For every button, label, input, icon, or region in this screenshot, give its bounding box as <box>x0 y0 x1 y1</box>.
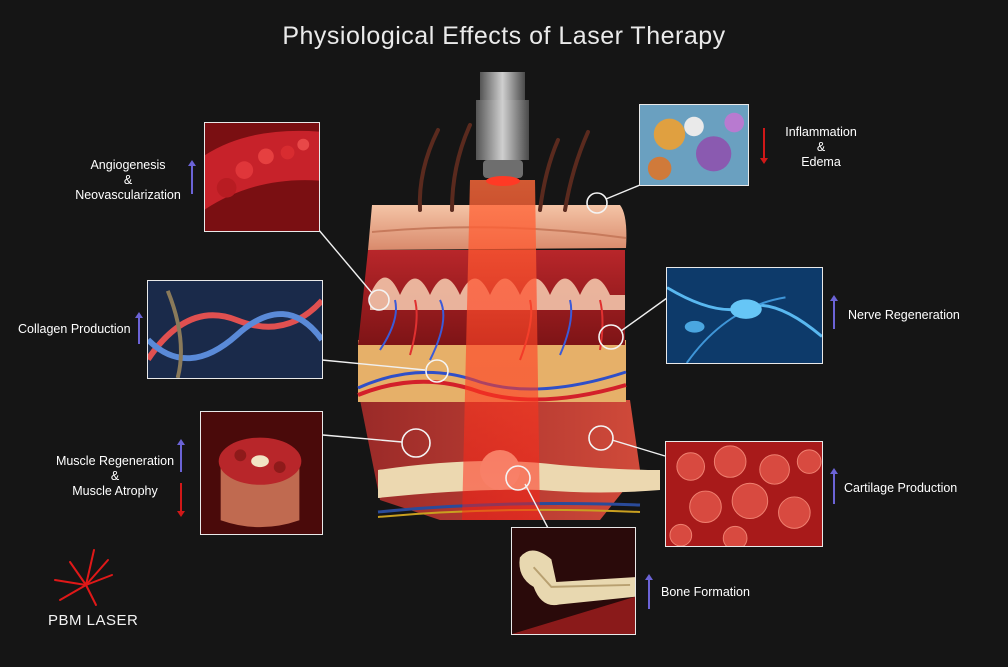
collagen-increase-arrow <box>135 312 143 344</box>
tissue-illustration <box>357 72 660 520</box>
cartilage-cells-image <box>665 441 823 547</box>
cartilage-label: Cartilage Production <box>844 481 958 495</box>
callout-circles <box>368 192 624 491</box>
bone-label: Bone Formation <box>661 585 750 599</box>
collagen-label: Collagen Production <box>18 322 131 336</box>
page-title: Physiological Effects of Laser Therapy <box>282 22 726 50</box>
bone-increase-arrow <box>645 574 653 609</box>
nerve-neurons-image <box>666 267 823 364</box>
angiogenesis-increase-arrow <box>188 160 196 194</box>
muscle-image <box>200 411 323 535</box>
nerve-label: Nerve Regeneration <box>848 308 960 322</box>
bone-image <box>511 527 636 635</box>
logo-text: PBM LASER <box>48 612 139 629</box>
nerve-increase-arrow <box>830 295 838 329</box>
angiogenesis-image <box>204 122 320 232</box>
inflammation-decrease-arrow <box>760 128 768 164</box>
collagen-dna-image <box>147 280 323 379</box>
cartilage-increase-arrow <box>830 468 838 504</box>
inflammation-label: Inflammation & Edema <box>785 125 857 169</box>
muscle-label: Muscle Regeneration & Muscle Atrophy <box>55 454 175 498</box>
muscle-atrophy-decrease-arrow <box>177 483 185 517</box>
inflammation-cells-image <box>639 104 749 186</box>
muscle-regeneration-increase-arrow <box>177 439 185 472</box>
angiogenesis-label: Angiogenesis & Neovascularization <box>75 158 181 202</box>
